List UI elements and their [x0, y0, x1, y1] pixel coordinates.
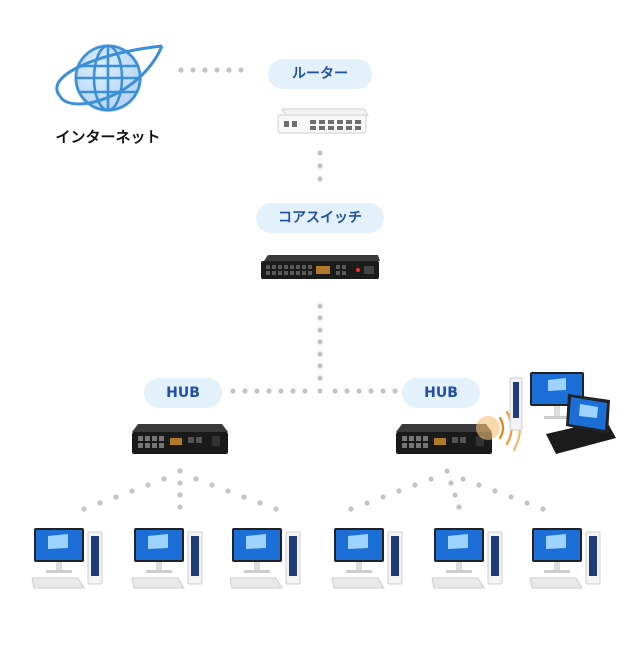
globe-icon: [55, 44, 164, 112]
wireless-desktop-pc: [509, 372, 616, 454]
hub-right-label: HUB: [402, 378, 480, 408]
desktop-pc: [529, 528, 601, 589]
desktop-pc: [31, 528, 103, 589]
switch-device: [261, 255, 380, 279]
desktop-pc: [431, 528, 503, 589]
desktop-pc: [131, 528, 203, 589]
router-label: ルーター: [268, 59, 372, 89]
hub-left-label: HUB: [144, 378, 222, 408]
core-switch-label: コアスイッチ: [256, 203, 384, 233]
internet-label: インターネット: [55, 128, 161, 146]
hub-device: [132, 424, 228, 454]
desktop-pc: [331, 528, 403, 589]
hub-device: [396, 424, 492, 454]
desktop-pc: [229, 528, 301, 589]
router-device: [277, 108, 369, 134]
